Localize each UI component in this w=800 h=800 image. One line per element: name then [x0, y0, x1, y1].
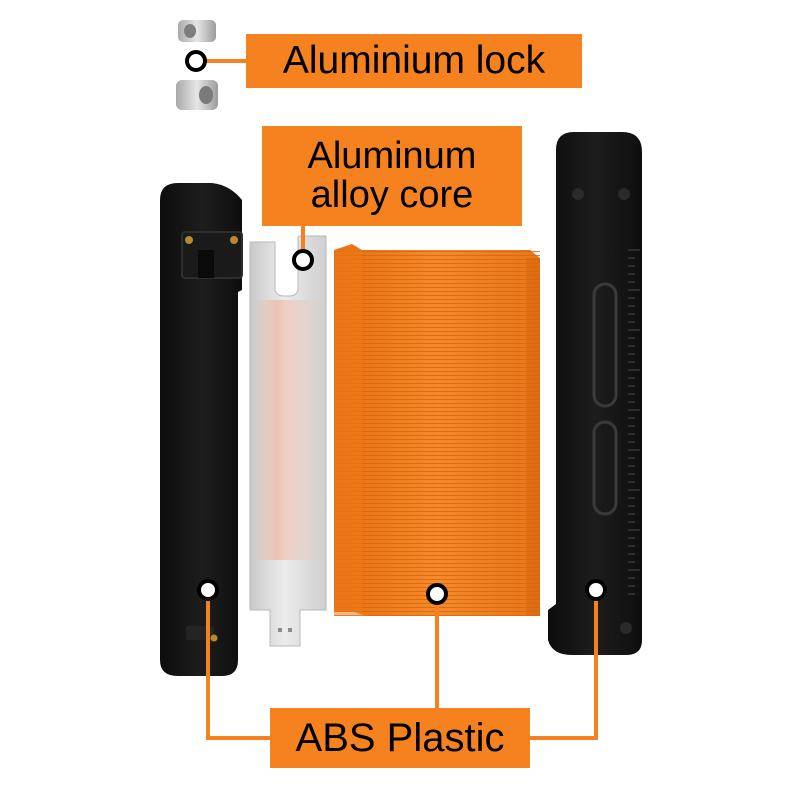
- right-ruler-slot-upper: [592, 282, 618, 408]
- right-ruler-ticks: [628, 249, 640, 595]
- aluminium-lock-label-text: Aluminium lock: [282, 39, 546, 83]
- core-plate-glow: [252, 300, 324, 560]
- right-ruler-hole-a: [572, 188, 584, 200]
- left-ruler-bottom-screw: [210, 634, 218, 642]
- core-plate-hole-b: [288, 628, 292, 632]
- abs-callout-marker-center: [426, 583, 448, 605]
- lock-callout-marker: [185, 50, 207, 72]
- core-label-box: [262, 126, 522, 226]
- left-ruler-clip-slot: [198, 250, 214, 278]
- lock-bottom-hole: [199, 86, 213, 104]
- abs-plastic-label: ABS Plastic: [270, 708, 530, 768]
- abs-plastic-label-text: ABS Plastic: [295, 715, 505, 760]
- aluminium-lock-label: Aluminium lock: [246, 34, 582, 88]
- right-ruler-slot-lower: [592, 420, 618, 516]
- right-ruler-hole-b: [618, 188, 630, 200]
- aluminum-core-label-line1: Aluminum: [307, 135, 477, 178]
- right-ruler-bottom-hole: [620, 622, 632, 634]
- callouts: [185, 50, 607, 740]
- core-plate-hole-a: [278, 628, 282, 632]
- abs-callout-marker-left: [197, 579, 219, 601]
- aluminum-core-plate: [249, 235, 327, 647]
- abs-leader-right: [530, 594, 598, 740]
- abs-leader-left: [206, 594, 272, 740]
- core-callout-marker: [292, 249, 314, 271]
- abs-body-right-edge: [526, 258, 540, 616]
- abs-body-ribs: [334, 250, 540, 616]
- lock-top-piece: [178, 20, 216, 42]
- abs-body-left-edge: [334, 250, 362, 616]
- aluminium-lock-parts: [176, 20, 218, 110]
- abs-label-box: [270, 708, 530, 768]
- right-ruler-body: [548, 132, 642, 655]
- left-ruler-shape: [160, 183, 242, 676]
- left-ruler-screw-b: [230, 236, 238, 244]
- lock-top-hole: [184, 24, 196, 38]
- aluminum-core-label: Aluminum alloy core: [262, 126, 522, 226]
- aluminum-core-label-line2: alloy core: [310, 174, 474, 216]
- abs-callout-marker-right: [585, 579, 607, 601]
- left-ruler-body: [160, 183, 243, 676]
- abs-plastic-body: [334, 244, 540, 616]
- lock-label-box: [246, 34, 582, 88]
- left-ruler-screw-a: [185, 236, 193, 244]
